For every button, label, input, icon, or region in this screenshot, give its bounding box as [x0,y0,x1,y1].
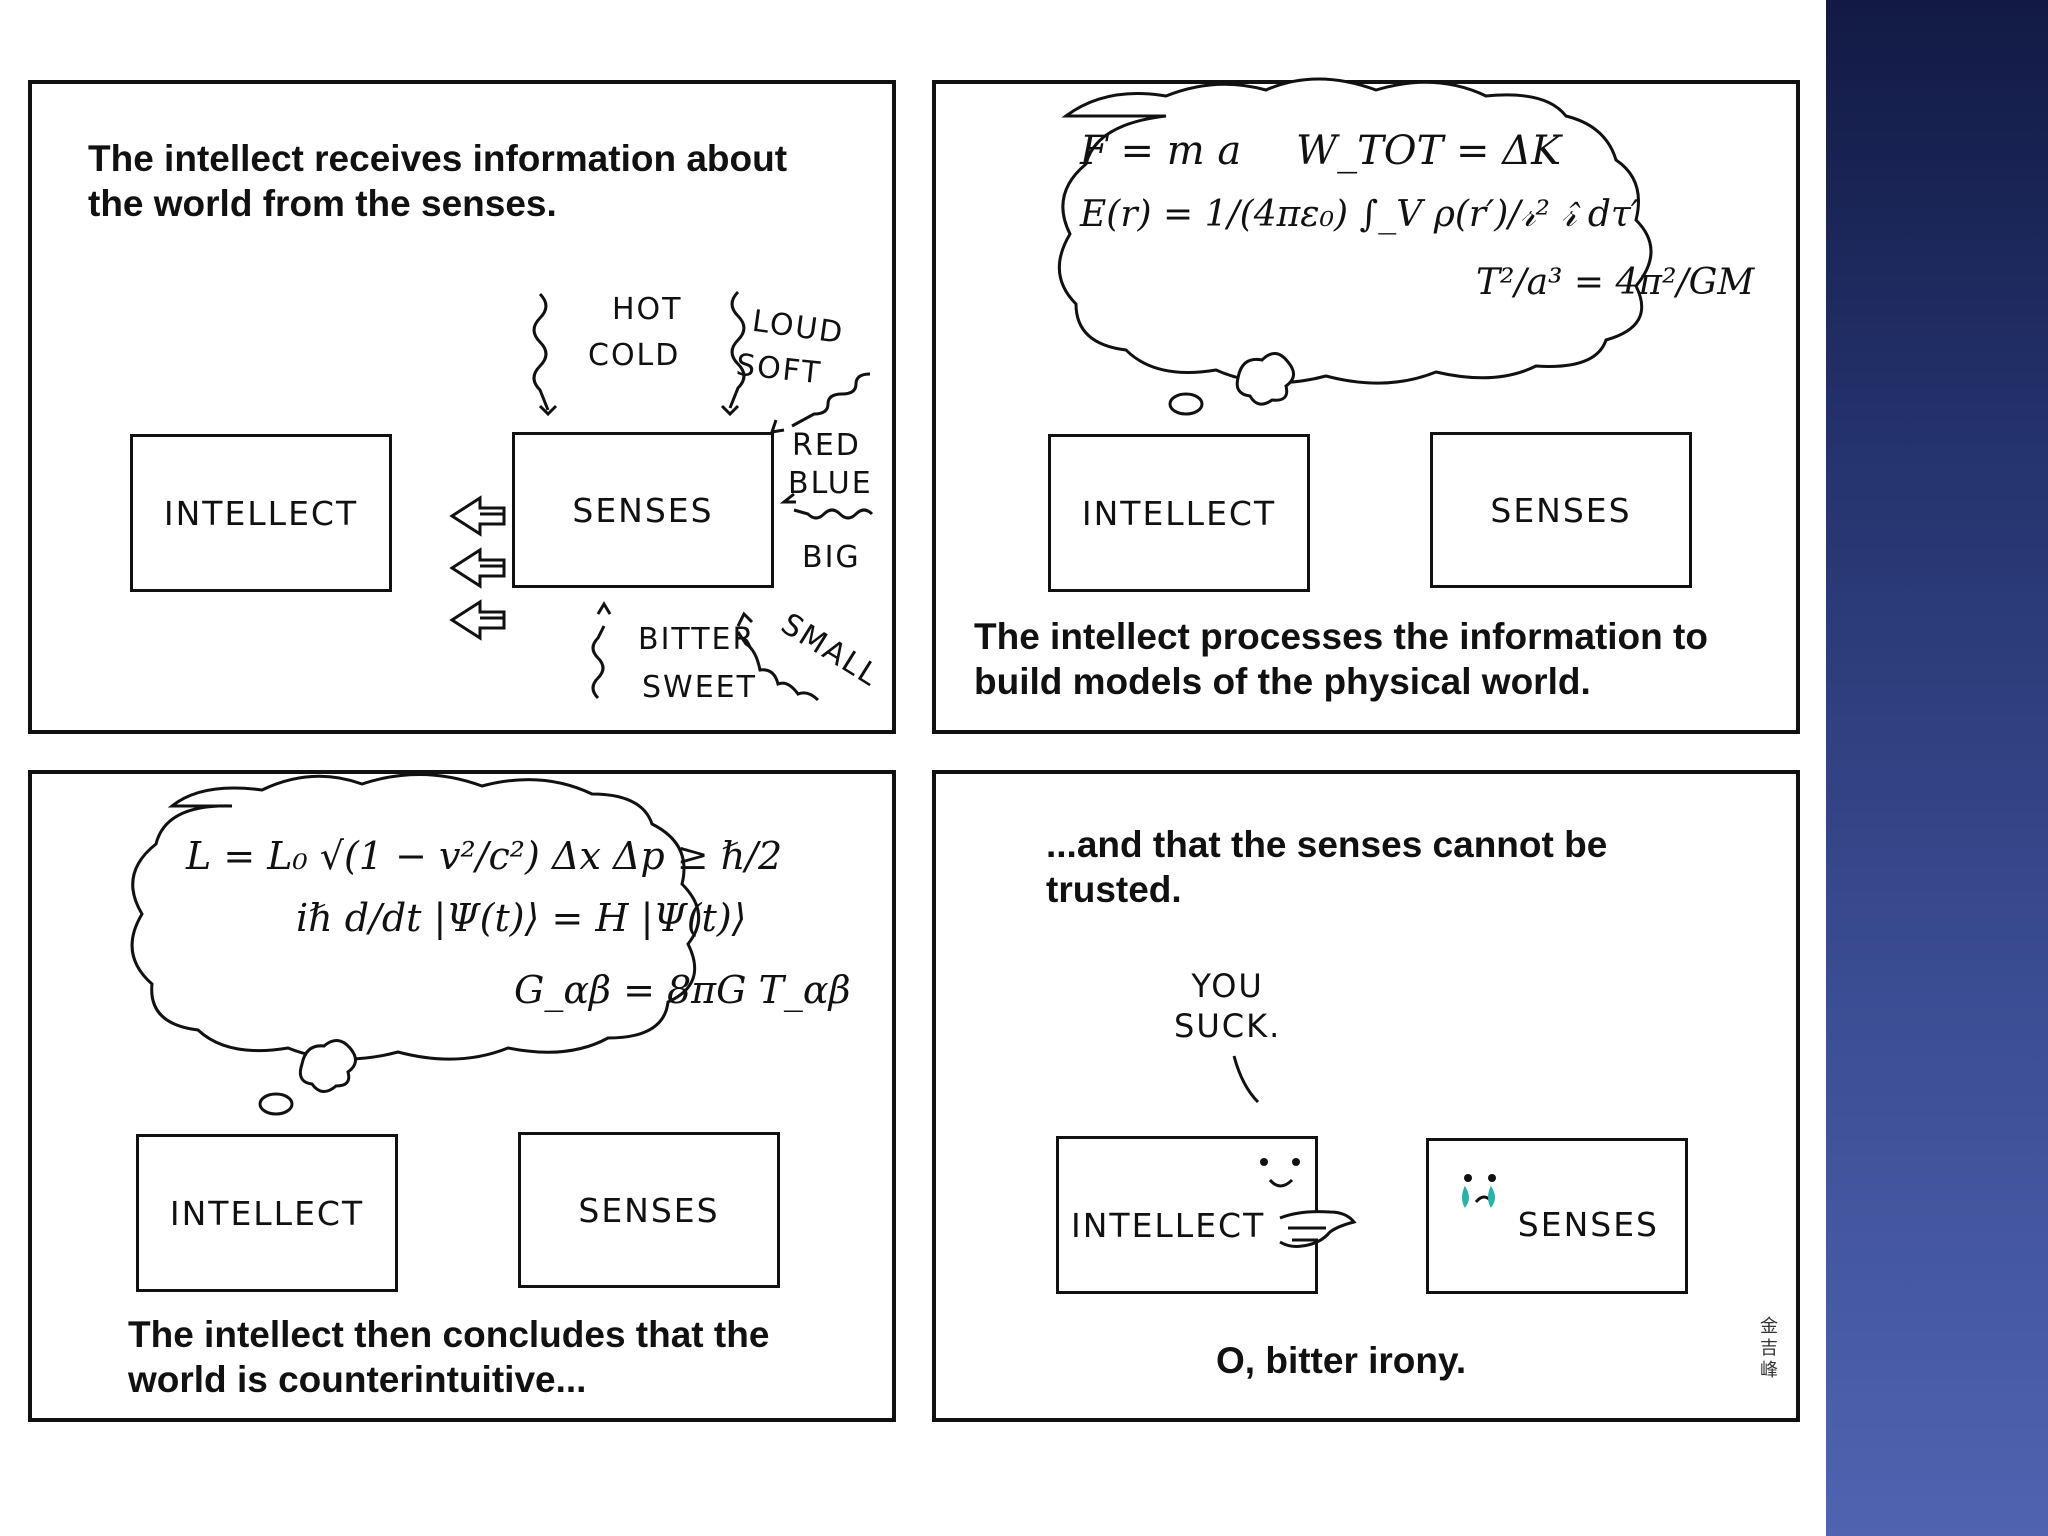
panel-1: The intellect receives information about… [28,80,896,734]
intellect-box: INTELLECT [1048,434,1310,592]
sense-word-sweet: SWEET [642,670,757,705]
equation-newton: F = m a [1080,128,1242,174]
sense-word-big: BIG [802,540,861,575]
sense-word-hot: HOT [612,292,683,327]
intellect-box: INTELLECT [136,1134,398,1292]
speech-line1: YOU [1191,967,1264,1005]
panel-1-caption: The intellect receives information about… [88,136,787,226]
artist-signature: 金 吉 峰 [1760,1316,1778,1381]
senses-label: SENSES [572,490,714,530]
panel-2-caption-line1: The intellect processes the information … [974,616,1708,657]
panel-1-caption-line2: the world from the senses. [88,183,557,224]
intellect-box: INTELLECT [130,434,392,592]
equation-uncertainty: Δx Δp ≥ ℏ/2 [552,834,783,878]
panel-4-drawings [1232,1055,1496,1248]
equation-kepler: T²/a³ = 4π²/GM [1476,262,1755,303]
squiggle-arrow-icon [791,372,871,428]
squiggle-arrow-icon [736,631,820,702]
intellect-label: INTELLECT [169,1193,365,1233]
thought-bubble-2 [1057,77,1653,416]
squiggle-arrow-icon [728,290,746,409]
left-arrow-icon [449,495,506,537]
panel-2-caption-line2: build models of the physical world. [974,661,1591,702]
intellect-label: INTELLECT [163,493,359,533]
left-arrow-icon [449,599,506,641]
panel-2-caption: The intellect processes the information … [974,614,1708,704]
comic-slide: The intellect receives information about… [28,77,1800,1422]
senses-box: SENSES [1426,1138,1688,1294]
senses-box: SENSES [512,432,774,588]
panel-3-caption-line1: The intellect then concludes that the [128,1314,770,1355]
sense-word-cold: COLD [588,338,681,373]
equation-schrodinger: iℏ d/dt |Ψ(t)⟩ = H |Ψ(t)⟩ [296,896,747,940]
panel-4-caption: ...and that the senses cannot be trusted… [1046,822,1607,912]
panel-4-caption-line1: ...and that the senses cannot be [1046,824,1608,865]
senses-label: SENSES [1490,490,1632,530]
panel-4-caption-line2: trusted. [1046,869,1182,910]
tear-icon [1488,1185,1495,1208]
slide-side-bar [1826,0,2048,1536]
squiggle-arrow-icon [532,292,550,411]
tear-icon [1462,1185,1469,1208]
equation-einstein: G_αβ = 8πG T_αβ [514,968,851,1012]
squiggle-arrow-icon [591,625,606,700]
senses-box: SENSES [518,1132,780,1288]
speech-text: YOU SUCK. [1174,966,1281,1046]
panel-3: L = L₀ √(1 − v²/c²) Δx Δp ≥ ℏ/2 iℏ d/dt … [28,770,896,1422]
speech-tail-icon [1232,1055,1260,1104]
intellect-label: INTELLECT [1081,493,1277,533]
punchline: O, bitter irony. [1216,1340,1467,1381]
senses-box: SENSES [1430,432,1692,588]
panel-4: ...and that the senses cannot be trusted… [932,770,1800,1422]
left-arrow-icon [449,547,506,589]
equation-electric-field: E(r) = 1/(4πε₀) ∫_V ρ(r′)/𝓇² 𝓇̂ dτ′ [1080,194,1639,235]
panel-1-caption-line1: The intellect receives information about [88,138,788,179]
sense-word-red: RED [792,428,861,463]
intellect-label: INTELLECT [1071,1205,1266,1245]
intellect-box: INTELLECT [1056,1136,1318,1294]
squiggle-arrow-icon [793,508,874,520]
panel-2: F = m a W_TOT = ΔK E(r) = 1/(4πε₀) ∫_V ρ… [932,77,1800,734]
sense-word-blue: BLUE [788,466,873,501]
senses-label: SENSES [578,1190,720,1230]
sense-word-bitter: BITTER [638,622,756,657]
panel-3-caption: The intellect then concludes that the wo… [128,1312,769,1402]
panel-3-caption-line2: world is counterintuitive... [128,1359,587,1400]
smile-icon [1268,1178,1294,1188]
speech-line2: SUCK. [1174,1007,1282,1045]
equation-length-contraction: L = L₀ √(1 − v²/c²) [186,834,540,878]
senses-label: SENSES [1517,1204,1659,1244]
equation-work-energy: W_TOT = ΔK [1296,128,1561,174]
thought-bubble-3 [130,773,701,1116]
panel-1-arrows [449,290,874,702]
